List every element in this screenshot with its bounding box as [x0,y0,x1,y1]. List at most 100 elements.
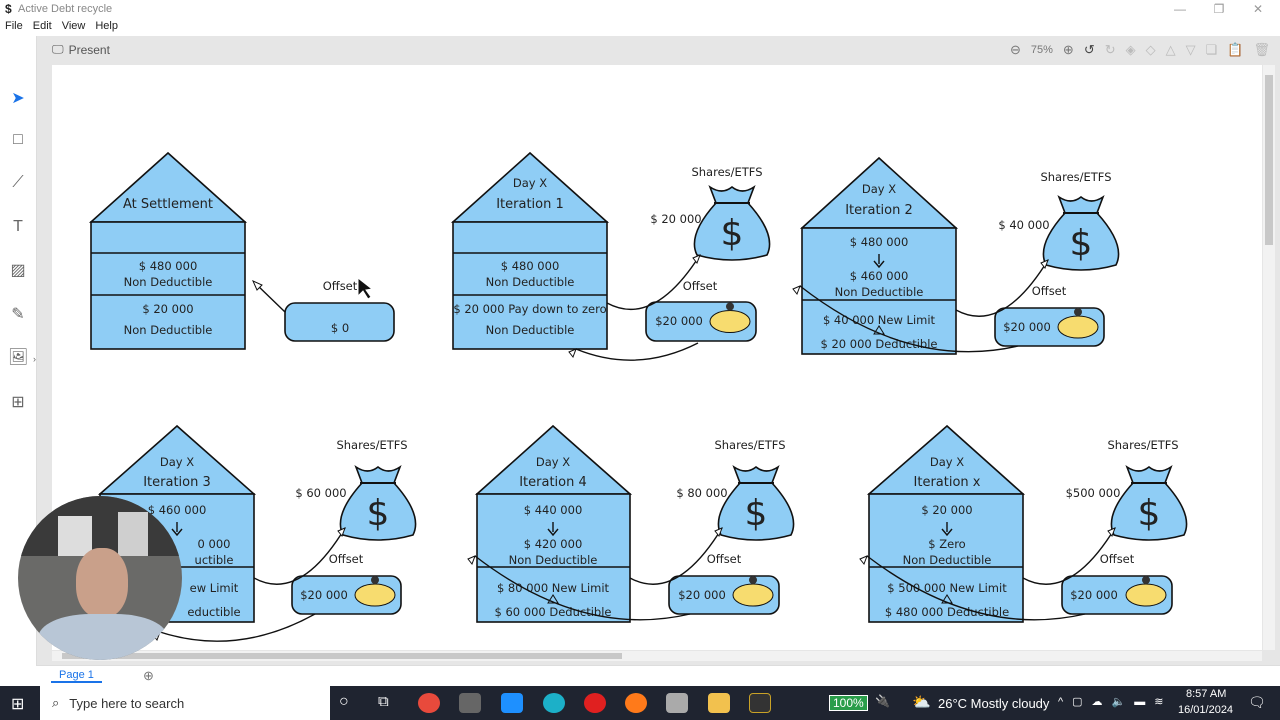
zoom-out-icon[interactable]: ⊖ [1009,42,1021,57]
coin-icon [1074,308,1082,316]
connector-arrow [1022,527,1116,585]
house-row-text: Non Deductible [486,323,575,337]
edge-icon[interactable] [543,693,565,713]
battery-indicator[interactable]: 100% [829,695,868,711]
chrome-icon[interactable] [418,693,440,713]
menu-view[interactable]: View [61,20,86,32]
house-iteration-label: Iteration 4 [519,475,587,490]
connector-arrow [474,555,691,621]
menu-help[interactable]: Help [95,20,118,32]
minimize-button[interactable]: — [1174,2,1186,16]
house-row-text: eductible [187,605,240,619]
shares-label: Shares/ETFS [691,165,762,179]
taskbar-search[interactable]: ⌕ Type here to search [40,686,330,720]
cortana-icon[interactable]: ○ [339,693,349,710]
money-bag-icon [1042,194,1120,271]
person-face [76,548,128,618]
vertical-scrollbar[interactable] [1263,65,1275,650]
offset-label: Offset [707,552,742,566]
delete-icon[interactable]: 🗑 [1253,42,1270,57]
shares-value: $ 20 000 [650,212,701,226]
arrowhead-icon [1107,527,1116,537]
rectangle-tool-icon[interactable]: □ [13,131,23,148]
up-triangle-icon [547,594,559,604]
menu-bar: File Edit View Help [0,20,118,36]
coin-icon [726,302,734,311]
firefox-icon[interactable] [625,693,647,713]
store-icon[interactable] [459,693,481,713]
zoom-in-icon[interactable]: ⊕ [1062,42,1074,57]
dollar-sign-icon: $ [1070,223,1093,264]
zoom-level: 75% [1030,44,1053,56]
piggy-bank-icon [709,310,751,333]
offset-label: Offset [1032,284,1067,298]
text-tool-icon[interactable]: T [13,218,23,235]
arrowhead-icon [252,280,263,291]
notifications-icon[interactable]: 🗨 [1248,694,1266,710]
copy-icon[interactable]: ❏ [1205,42,1218,57]
undo-icon[interactable]: ↺ [1083,42,1095,57]
redo-icon[interactable]: ↻ [1104,42,1116,57]
pen-tool-icon[interactable]: ✎ [11,306,25,323]
horizontal-scrollbar[interactable] [52,651,1262,661]
house-row-text: Non Deductible [124,323,213,337]
offset-value: $ 0 [331,321,349,335]
app-icon-gray[interactable] [666,693,688,713]
send-back-icon[interactable]: ◇ [1145,42,1156,57]
image-tool-icon[interactable]: 🖼 [8,349,29,366]
windows-start-icon[interactable]: ⊞ [11,696,25,713]
page-bar: Page 1 ⊕ [37,665,1280,686]
title-bar: $ Active Debt recycle — ❐ ✕ [0,0,1280,20]
shares-value: $ 40 000 [998,218,1049,232]
offset-value: $20 000 [655,314,703,328]
house-day-label: Day X [930,455,964,469]
maximize-button[interactable]: ❐ [1213,2,1225,16]
line-tool-icon[interactable]: ⟋ [12,174,24,191]
arrowhead-icon [714,527,723,537]
bring-forward-icon[interactable]: △ [1165,42,1176,57]
house-row-text: $ 20 000 [921,503,972,517]
skype-icon[interactable] [501,693,523,713]
shares-label: Shares/ETFS [714,438,785,452]
piggy-bank-icon [354,583,396,607]
house-body [476,493,631,623]
presentation-icon: 🖵 [52,42,64,56]
template-tool-icon[interactable]: ⊞ [11,394,25,411]
menu-file[interactable]: File [5,20,23,32]
debt-recycle-app-icon[interactable] [749,693,771,713]
system-tray-icons[interactable]: ^▢☁🔈▬≋ [1058,696,1173,708]
house-body [868,493,1024,623]
house-row-text: Non Deductible [486,275,575,289]
paste-icon[interactable]: 📋 [1227,42,1244,57]
bring-front-icon[interactable]: ◈ [1125,42,1136,57]
clock-date[interactable]: 16/01/2024 [1178,704,1234,716]
weather-text[interactable]: 26°C Mostly cloudy [938,696,1050,711]
offset-value: $20 000 [1003,320,1051,334]
coin-icon [1142,576,1150,584]
toolbar-right: ⊖ 75% ⊕ ↺ ↻ ◈ ◇ △ ▽ ❏ 📋 🗑 [1010,42,1270,58]
expand-chevron-icon[interactable]: › [33,354,36,364]
close-button[interactable]: ✕ [1252,2,1264,16]
file-explorer-icon[interactable] [708,693,730,713]
house-row-text: $ 480 000 [850,235,909,249]
menu-edit[interactable]: Edit [32,20,52,32]
money-bag-icon [339,464,417,541]
present-button[interactable]: 🖵Present [52,42,110,57]
down-arrow-icon [873,254,885,269]
clock-time[interactable]: 8:57 AM [1186,688,1227,700]
piggy-bank-icon [1057,315,1099,339]
house-row-text: $ 480 000 Deductible [885,605,1009,619]
opera-icon[interactable] [584,693,606,713]
task-view-icon[interactable]: ⧉ [378,693,389,710]
hatch-tool-icon[interactable]: ▨ [10,262,26,279]
connector-arrow [799,285,1019,353]
house-row-text: Non Deductible [835,285,924,299]
add-page-icon[interactable]: ⊕ [143,668,154,683]
send-backward-icon[interactable]: ▽ [1185,42,1196,57]
house-row-text: $ 20 000 [142,302,193,316]
select-tool-icon[interactable]: ➤ [11,90,25,107]
page-tab[interactable]: Page 1 [51,669,102,683]
house-row-text: $ 480 000 [501,259,560,273]
connector-arrow [955,259,1049,317]
